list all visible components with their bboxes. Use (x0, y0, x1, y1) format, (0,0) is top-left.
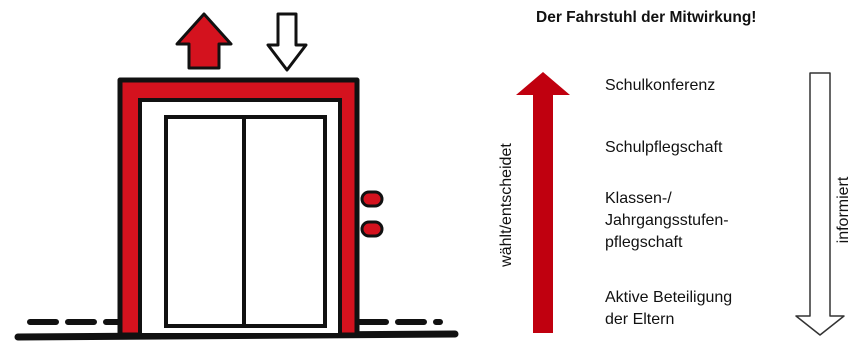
level-aktive-beteiligung: Aktive Beteiligung der Eltern (605, 289, 733, 328)
level-klassenpflegschaft: Klassen-/ Jahrgangsstufen- pflegschaft (605, 190, 729, 251)
up-arrow-icon (175, 12, 233, 70)
elevator-frame (117, 77, 360, 338)
elevator-doors (164, 115, 327, 328)
participation-up-arrow (516, 72, 570, 333)
call-buttons (360, 190, 384, 238)
diagram-title: Der Fahrstuhl der Mitwirkung! (536, 9, 757, 26)
down-arrow-icon (266, 12, 308, 72)
information-down-arrow (795, 72, 845, 336)
level-schulpflegschaft: Schulpflegschaft (605, 139, 723, 156)
down-arrow-label: informiert (835, 176, 852, 244)
up-arrow-label: wählt/entscheidet (498, 143, 515, 267)
level-schulkonferenz: Schulkonferenz (605, 77, 716, 94)
